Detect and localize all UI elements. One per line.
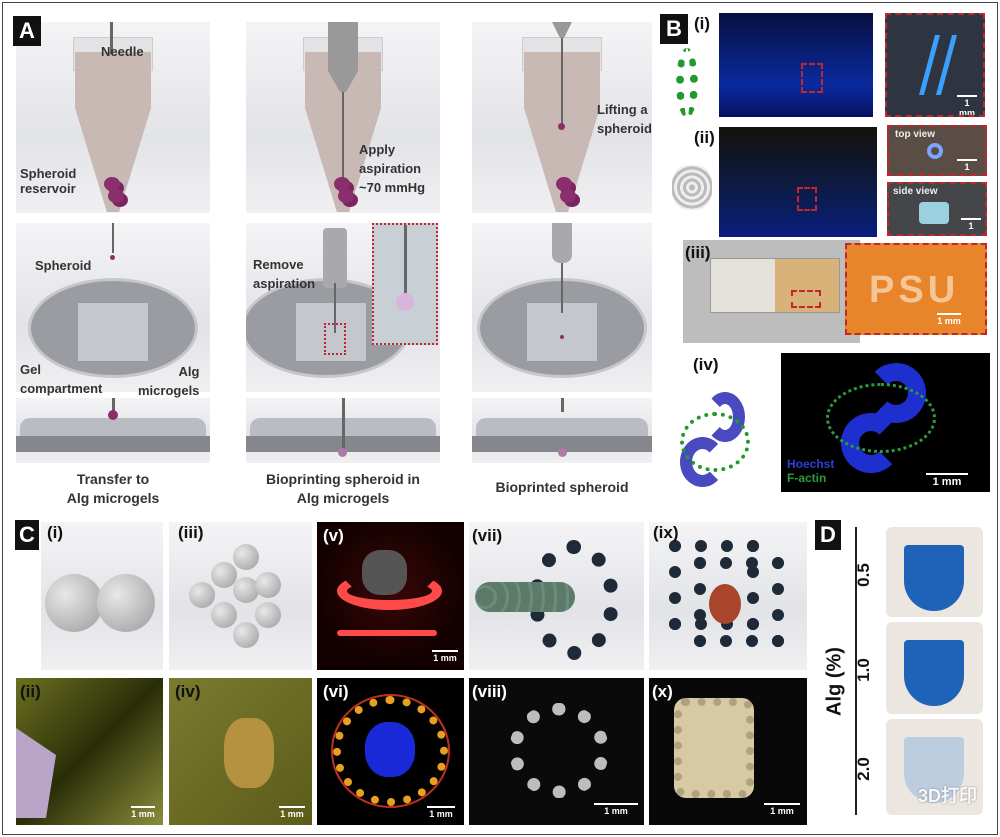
scale-bar: 1 mm (427, 806, 455, 819)
sub-label-c-ii: (ii) (20, 682, 41, 701)
tube-lifting-render (472, 22, 652, 213)
scale-bar: 1 mm (764, 803, 800, 816)
photo-b-iii (683, 240, 860, 343)
lifting-spheroid-label: Lifting a spheroid (597, 102, 652, 136)
scale-bar: 1 mm (432, 650, 458, 663)
sub-label-b-i: (i) (694, 14, 711, 33)
fluorescence-c-vi: 1 mm (317, 678, 464, 825)
scale-bar: 1 mm (279, 806, 305, 819)
photo-c-viii: 1 mm (469, 678, 644, 825)
caption-transfer: Transfer to Alg microgels (66, 471, 160, 506)
dish-bioprinting-render (246, 223, 440, 392)
sub-label-c-i: (i) (47, 523, 64, 542)
psu-printed-text: PSU (869, 269, 960, 311)
fluorescence-b-iv: Hoechst F-actin 1 mm (781, 353, 990, 492)
caption-bioprinting: Bioprinting spheroid in Alg microgels (266, 471, 420, 506)
zigzag-model-icon (676, 48, 698, 118)
dish-1-0 (886, 622, 983, 714)
top-view-label: top view (895, 129, 936, 140)
photo-c-iv: 1 mm (169, 678, 312, 825)
panel-label-c: C (15, 520, 39, 550)
alg-axis-label: Alg (%) (823, 647, 846, 716)
factin-label: F-actin (787, 471, 827, 485)
scale-bar: 1 mm (961, 218, 981, 234)
inset-b-i: 1 mm (885, 13, 985, 117)
side-view-label: side view (893, 186, 938, 197)
sub-label-c-iv: (iv) (175, 682, 201, 701)
panel-label-b: B (660, 14, 688, 44)
render-c-i (41, 522, 163, 670)
helix-model-icon (680, 392, 750, 488)
scale-bar: 1 mm (957, 159, 977, 174)
sub-label-c-ix: (ix) (653, 523, 679, 542)
photo-b-ii (719, 127, 877, 237)
watermark: 3D打印 (918, 786, 978, 806)
hoechst-label: Hoechst (787, 457, 835, 471)
spheroid-reservoir-label: Spheroid reservoir (20, 166, 77, 196)
alg-value-1-0: 1.0 (853, 658, 873, 682)
side-printed-render (472, 398, 652, 463)
sub-label-b-ii: (ii) (694, 128, 715, 147)
dish-printed-render (472, 223, 652, 392)
dish-0-5 (886, 527, 983, 617)
side-bioprinting-render (246, 398, 440, 463)
scale-bar: 1 mm (957, 95, 977, 115)
panel-label-d: D (815, 520, 841, 550)
render-c-ix (649, 522, 807, 670)
needle-label: Needle (101, 44, 144, 59)
render-c-iii (169, 522, 312, 670)
spheroid-label: Spheroid (35, 258, 92, 273)
side-transfer-render (16, 398, 210, 463)
gel-compartment-label: Gel compartment (20, 362, 103, 396)
sub-label-c-iii: (iii) (178, 523, 204, 542)
sub-label-c-v: (v) (323, 526, 344, 545)
render-c-vii (469, 522, 644, 670)
caption-bioprinted: Bioprinted spheroid (495, 479, 629, 495)
sub-label-c-x: (x) (652, 682, 673, 701)
inset-b-ii-side: side view 1 mm (887, 182, 987, 236)
tube-aspiration-render (246, 22, 440, 213)
scale-bar: 1 mm (594, 803, 638, 816)
apply-aspiration-label: Apply aspiration ~70 mmHg (359, 142, 426, 195)
photo-b-i (719, 13, 873, 117)
sub-label-b-iii: (iii) (685, 243, 711, 262)
inset-b-iii: PSU 1 mm (845, 243, 987, 335)
dish-2-0 (886, 719, 983, 815)
tube-reservoir-render (16, 22, 210, 213)
dish-transfer-render (16, 223, 210, 392)
photo-c-ii: 1 mm (16, 678, 163, 825)
alg-value-0-5: 0.5 (853, 563, 873, 587)
scale-bar: 1 mm (926, 473, 968, 488)
axis-line (855, 527, 857, 815)
sub-label-c-vii: (vii) (472, 526, 503, 545)
cylinder-model-icon (672, 165, 712, 210)
remove-aspiration-label: Remove aspiration (253, 257, 316, 291)
sub-label-c-vi: (vi) (323, 682, 349, 701)
scale-bar: 1 mm (937, 313, 961, 326)
alg-microgels-label: Alg microgels (138, 364, 200, 398)
inset-b-ii-top: top view 1 mm (887, 125, 987, 176)
scale-bar: 1 mm (131, 806, 155, 819)
panel-label-a: A (13, 16, 41, 46)
alg-value-2-0: 2.0 (853, 757, 873, 781)
fluorescence-c-v: 1 mm (317, 522, 464, 670)
sub-label-b-iv: (iv) (693, 355, 719, 374)
photo-c-x: 1 mm (649, 678, 807, 825)
sub-label-c-viii: (viii) (472, 682, 507, 701)
